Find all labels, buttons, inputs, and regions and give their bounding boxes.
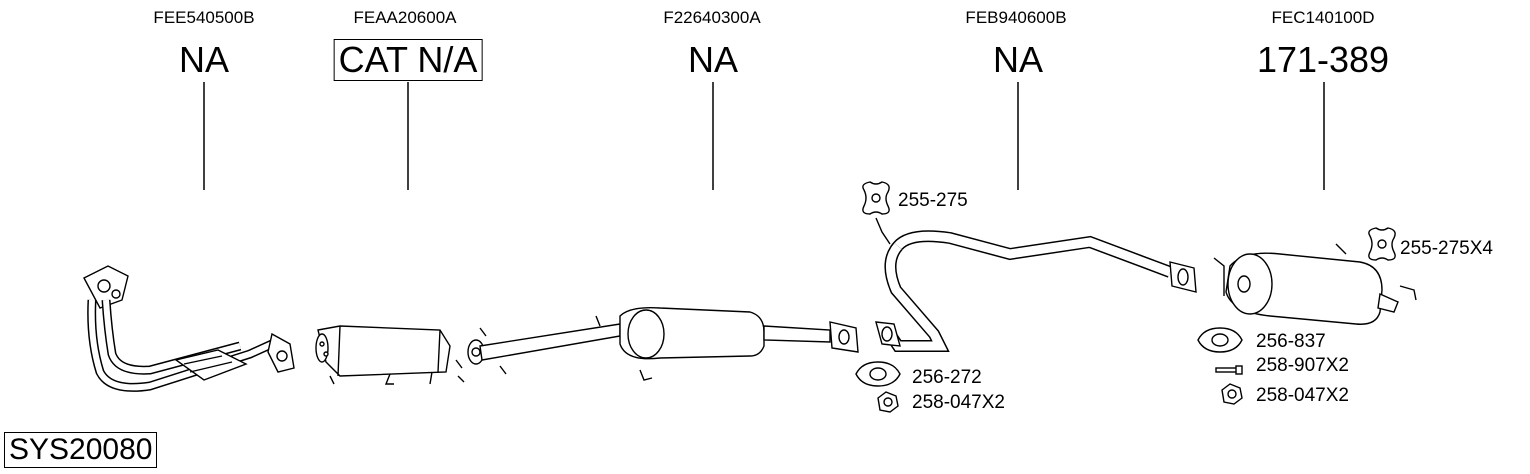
label-nut-rear: 258-047X2 (1256, 385, 1349, 406)
part-code-intermediate-pipe: FEB940600B (965, 8, 1067, 27)
label-gasket-mid: 256-272 (912, 367, 982, 388)
front-pipe-drawing (83, 265, 295, 392)
intermediate-pipe-drawing (875, 217, 1197, 352)
nut-icon-mid (877, 391, 899, 413)
rear-silencer-drawing (1213, 243, 1417, 325)
gasket-icon-mid (855, 361, 901, 387)
part-code-rear-silencer: FEC140100D (1271, 8, 1375, 27)
value-intermediate-pipe: NA (992, 39, 1044, 80)
nut-icon-rear (1221, 383, 1243, 405)
gasket-icon-rear (1197, 327, 1243, 353)
catalyst-drawing (315, 325, 465, 385)
value-rear-silencer: 171-389 (1256, 39, 1390, 80)
label-gasket-rear: 256-837 (1256, 331, 1326, 352)
value-catalyst: CAT N/A (333, 39, 483, 81)
part-code-front-pipe: FEE540500B (153, 8, 255, 27)
center-silencer-drawing (467, 306, 859, 381)
part-code-center-silencer: F22640300A (663, 8, 761, 27)
label-nut-mid: 258-047X2 (912, 392, 1005, 413)
part-code-catalyst: FEAA20600A (353, 8, 457, 27)
label-bolt-rear: 258-907X2 (1256, 355, 1349, 376)
value-front-pipe: NA (178, 39, 230, 80)
hanger-icon-rear (1368, 227, 1396, 261)
value-center-silencer: NA (687, 39, 739, 80)
label-hanger-rear: 255-275X4 (1400, 238, 1493, 259)
bolt-icon-rear (1215, 365, 1243, 375)
hanger-icon-mid (862, 181, 890, 215)
system-code: SYS20080 (4, 432, 158, 468)
label-hanger-mid: 255-275 (898, 190, 968, 211)
